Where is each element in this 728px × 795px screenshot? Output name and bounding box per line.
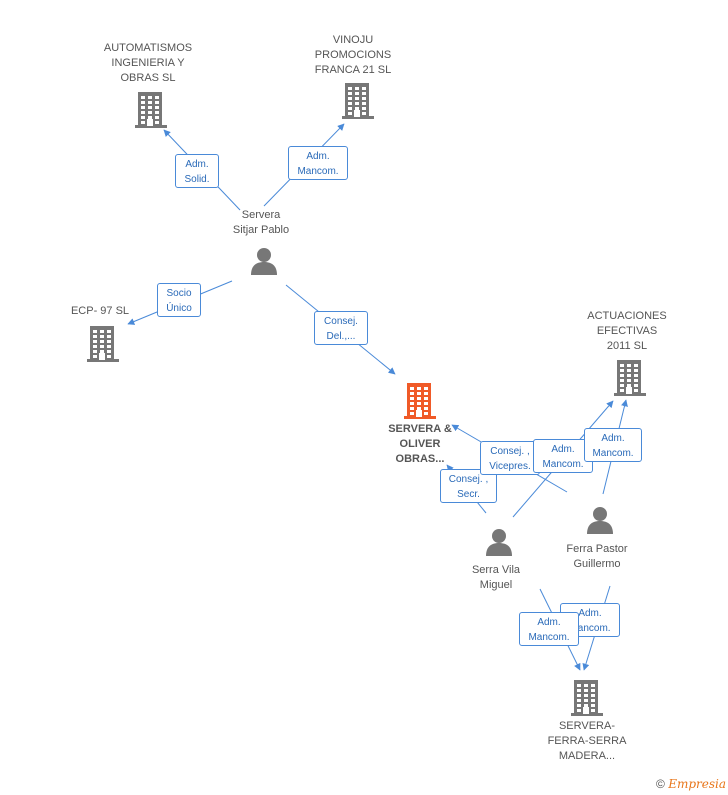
person-label-servera-sitjar[interactable]: Servera Sitjar Pablo — [232, 209, 290, 236]
company-label-servera-oliver[interactable]: SERVERA & OLIVER OBRAS... — [388, 423, 452, 465]
building-icon[interactable] — [87, 326, 119, 367]
copyright-symbol: © — [656, 777, 665, 791]
person-label-ferra-pastor[interactable]: Ferra Pastor Guillermo — [566, 543, 628, 570]
company-label-vinoju[interactable]: VINOJU PROMOCIONS FRANCA 21 SL — [314, 34, 392, 76]
company-label-servera-ferra[interactable]: SERVERA- FERRA-SERRA MADERA... — [547, 720, 627, 762]
relation-label[interactable]: Socio Único — [157, 283, 201, 317]
building-icon-focus[interactable] — [404, 383, 436, 424]
company-label-automatismos[interactable]: AUTOMATISMOS INGENIERIA Y OBRAS SL — [103, 42, 193, 84]
building-icon[interactable] — [614, 360, 646, 401]
relation-label[interactable]: Consej. Del.,... — [314, 311, 368, 345]
person-icon[interactable] — [585, 506, 615, 539]
relation-label[interactable]: Consej. , Vicepres. — [480, 441, 540, 475]
building-icon[interactable] — [135, 92, 167, 133]
relation-label[interactable]: Adm. Mancom. — [584, 428, 642, 462]
footer: © Empresia — [656, 777, 726, 791]
relation-label[interactable]: Adm. Solid. — [175, 154, 219, 188]
person-label-serra-vila[interactable]: Serra Vila Miguel — [471, 564, 521, 591]
brand-logo[interactable]: Empresia — [668, 777, 726, 791]
relation-label[interactable]: Consej. , Secr. — [440, 469, 497, 503]
relation-label[interactable]: Adm. Mancom. — [288, 146, 348, 180]
company-label-actuaciones[interactable]: ACTUACIONES EFECTIVAS 2011 SL — [587, 310, 667, 352]
person-icon[interactable] — [484, 528, 514, 561]
relation-label[interactable]: Adm. Mancom. — [519, 612, 579, 646]
building-icon[interactable] — [571, 680, 603, 721]
company-label-ecp[interactable]: ECP- 97 SL — [70, 305, 130, 317]
person-icon[interactable] — [249, 247, 279, 280]
building-icon[interactable] — [342, 83, 374, 124]
